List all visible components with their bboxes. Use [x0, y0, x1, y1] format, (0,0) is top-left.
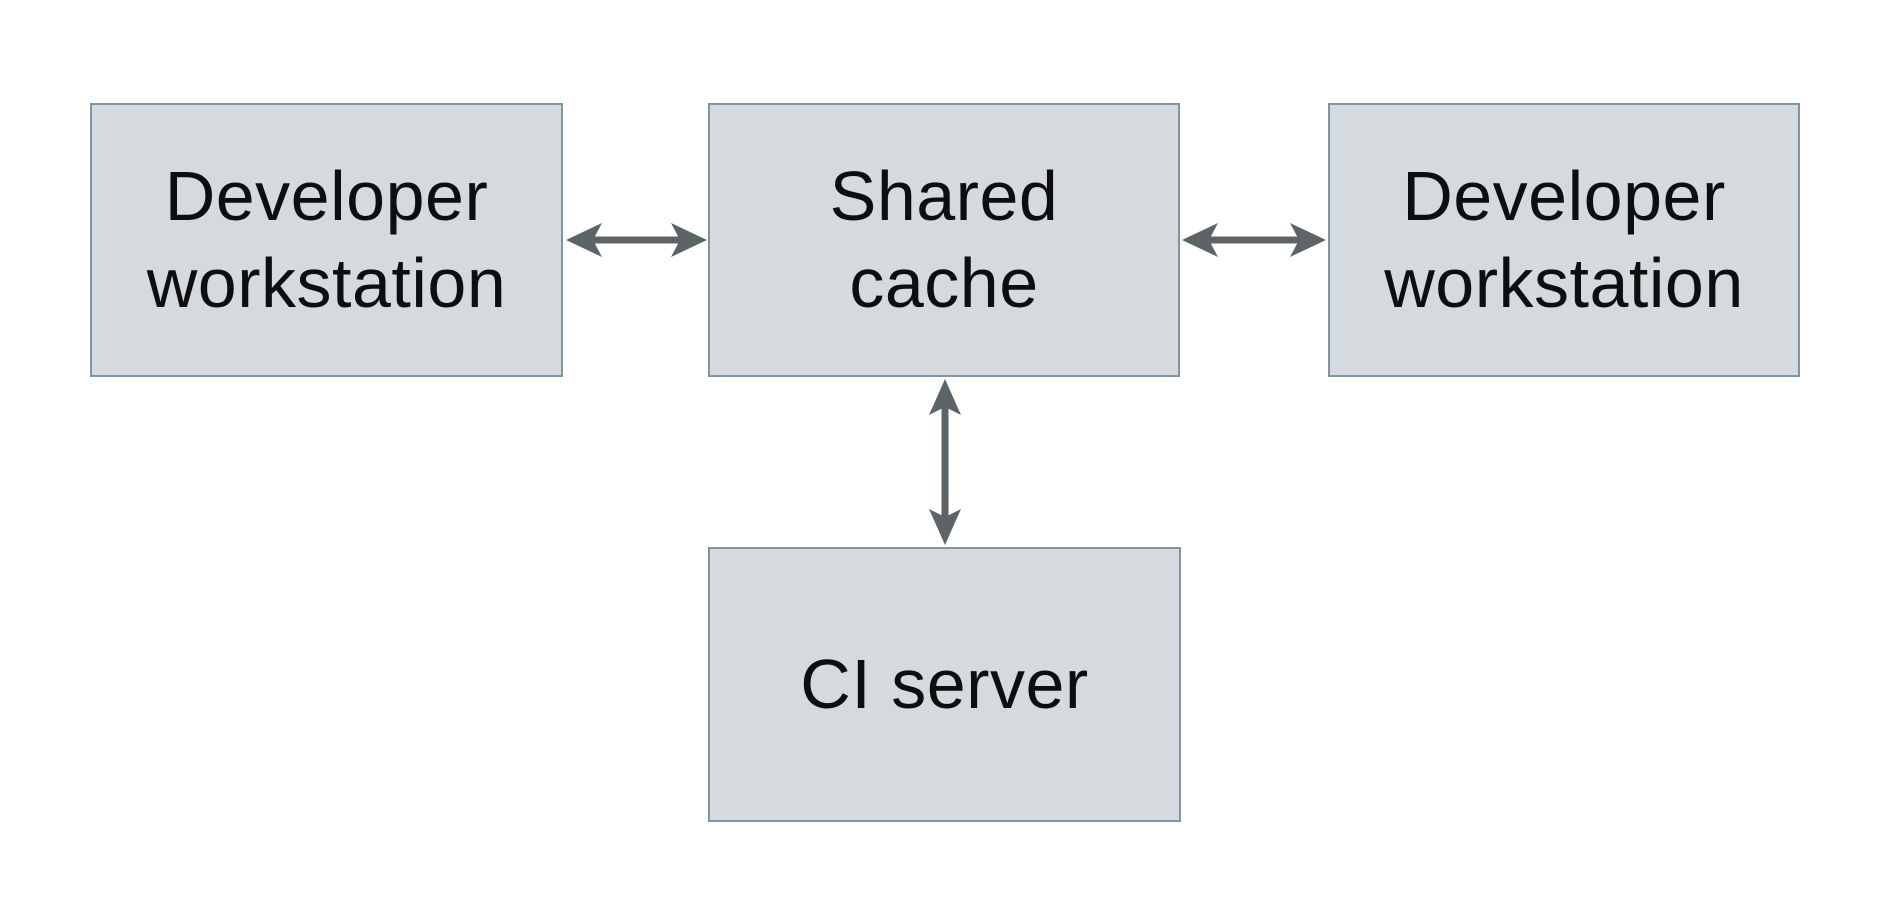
- edge-shared-cache-ci-server: [929, 379, 961, 545]
- arrowhead-right-icon: [671, 223, 707, 257]
- edge-left-workstation-shared-cache: [566, 223, 707, 257]
- node-developer-workstation-left-label: Developer workstation: [146, 156, 507, 323]
- node-shared-cache-label: Shared cache: [829, 156, 1059, 323]
- arrowhead-down-icon: [929, 509, 961, 545]
- arrowhead-left-icon: [1182, 223, 1218, 257]
- arrowhead-up-icon: [929, 379, 961, 415]
- node-developer-workstation-right-label: Developer workstation: [1384, 156, 1744, 323]
- node-developer-workstation-right: Developer workstation: [1328, 103, 1800, 377]
- node-developer-workstation-left: Developer workstation: [90, 103, 563, 377]
- node-shared-cache: Shared cache: [708, 103, 1180, 377]
- edge-shared-cache-right-workstation: [1182, 223, 1326, 257]
- arrowhead-left-icon: [566, 223, 602, 257]
- node-ci-server-label: CI server: [800, 644, 1089, 723]
- node-ci-server: CI server: [708, 547, 1181, 822]
- arrowhead-right-icon: [1290, 223, 1326, 257]
